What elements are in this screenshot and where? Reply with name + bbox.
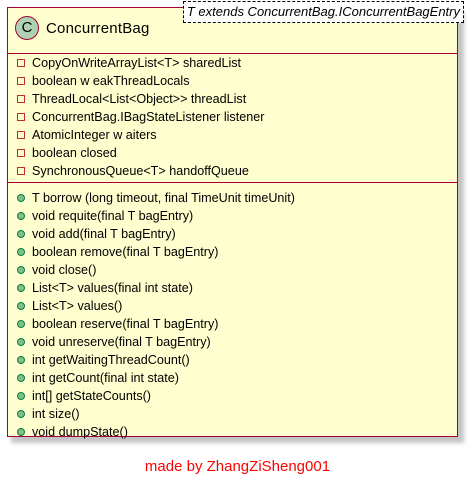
method-row-label: int[] getStateCounts()	[32, 389, 152, 403]
header-divider	[8, 53, 457, 54]
private-square-icon	[17, 149, 25, 157]
method-row: void requite(final T bagEntry)	[8, 207, 457, 225]
public-circle-icon	[17, 194, 25, 202]
method-row: T borrow (long timeout, final TimeUnit t…	[8, 189, 457, 207]
method-row-label: void close()	[32, 263, 97, 277]
method-row: List<T> values(final int state)	[8, 279, 457, 297]
field-row-label: boolean closed	[32, 146, 117, 160]
field-row: boolean w eakThreadLocals	[8, 72, 457, 90]
method-row-label: void unreserve(final T bagEntry)	[32, 335, 211, 349]
method-row: boolean reserve(final T bagEntry)	[8, 315, 457, 333]
method-row: void add(final T bagEntry)	[8, 225, 457, 243]
method-row-label: void add(final T bagEntry)	[32, 227, 176, 241]
method-row-label: int size()	[32, 407, 80, 421]
private-square-icon	[17, 95, 25, 103]
private-square-icon	[17, 59, 25, 67]
method-row-label: boolean remove(final T bagEntry)	[32, 245, 219, 259]
fields-divider	[8, 182, 457, 183]
methods-section: T borrow (long timeout, final TimeUnit t…	[8, 189, 457, 441]
field-row-label: AtomicInteger w aiters	[32, 128, 157, 142]
field-row: ThreadLocal<List<Object>> threadList	[8, 90, 457, 108]
public-circle-icon	[17, 410, 25, 418]
field-row-label: CopyOnWriteArrayList<T> sharedList	[32, 56, 242, 70]
fields-section: CopyOnWriteArrayList<T> sharedList boolea…	[8, 54, 457, 180]
field-row: boolean closed	[8, 144, 457, 162]
method-row-label: T borrow (long timeout, final TimeUnit t…	[32, 191, 295, 205]
method-row-label: int getCount(final int state)	[32, 371, 180, 385]
private-square-icon	[17, 77, 25, 85]
field-row: ConcurrentBag.IBagStateListener listener	[8, 108, 457, 126]
public-circle-icon	[17, 392, 25, 400]
footer-credit: made by ZhangZiSheng001	[144, 458, 331, 475]
generic-parameter-box: T extends ConcurrentBag.IConcurrentBagEn…	[182, 1, 464, 23]
method-row-label: boolean reserve(final T bagEntry)	[32, 317, 219, 331]
method-row-label: int getWaitingThreadCount()	[32, 353, 190, 367]
public-circle-icon	[17, 320, 25, 328]
method-row: int getCount(final int state)	[8, 369, 457, 387]
method-row: int getWaitingThreadCount()	[8, 351, 457, 369]
public-circle-icon	[17, 284, 25, 292]
field-row-label: ConcurrentBag.IBagStateListener listener	[32, 110, 265, 124]
field-row-label: boolean w eakThreadLocals	[32, 74, 190, 88]
class-header: C ConcurrentBag T extends ConcurrentBag.…	[8, 1, 464, 53]
method-row-label: List<T> values()	[32, 299, 123, 313]
public-circle-icon	[17, 230, 25, 238]
method-row: int size()	[8, 405, 457, 423]
class-box: C ConcurrentBag T extends ConcurrentBag.…	[7, 1, 464, 439]
field-row: SynchronousQueue<T> handoffQueue	[8, 162, 457, 180]
method-row: void dumpState()	[8, 423, 457, 441]
class-name: ConcurrentBag	[46, 20, 150, 37]
method-row: List<T> values()	[8, 297, 457, 315]
method-row: int[] getStateCounts()	[8, 387, 457, 405]
method-row: void close()	[8, 261, 457, 279]
public-circle-icon	[17, 428, 25, 436]
class-stereotype-icon: C	[15, 16, 39, 40]
public-circle-icon	[17, 356, 25, 364]
public-circle-icon	[17, 248, 25, 256]
private-square-icon	[17, 113, 25, 121]
class-stereotype-letter: C	[21, 19, 33, 36]
public-circle-icon	[17, 212, 25, 220]
field-row: AtomicInteger w aiters	[8, 126, 457, 144]
private-square-icon	[17, 167, 25, 175]
method-row-label: List<T> values(final int state)	[32, 281, 193, 295]
public-circle-icon	[17, 302, 25, 310]
field-row-label: ThreadLocal<List<Object>> threadList	[32, 92, 247, 106]
private-square-icon	[17, 131, 25, 139]
field-row-label: SynchronousQueue<T> handoffQueue	[32, 164, 249, 178]
public-circle-icon	[17, 374, 25, 382]
method-row: boolean remove(final T bagEntry)	[8, 243, 457, 261]
field-row: CopyOnWriteArrayList<T> sharedList	[8, 54, 457, 72]
public-circle-icon	[17, 266, 25, 274]
public-circle-icon	[17, 338, 25, 346]
method-row: void unreserve(final T bagEntry)	[8, 333, 457, 351]
method-row-label: void requite(final T bagEntry)	[32, 209, 194, 223]
method-row-label: void dumpState()	[32, 425, 128, 439]
